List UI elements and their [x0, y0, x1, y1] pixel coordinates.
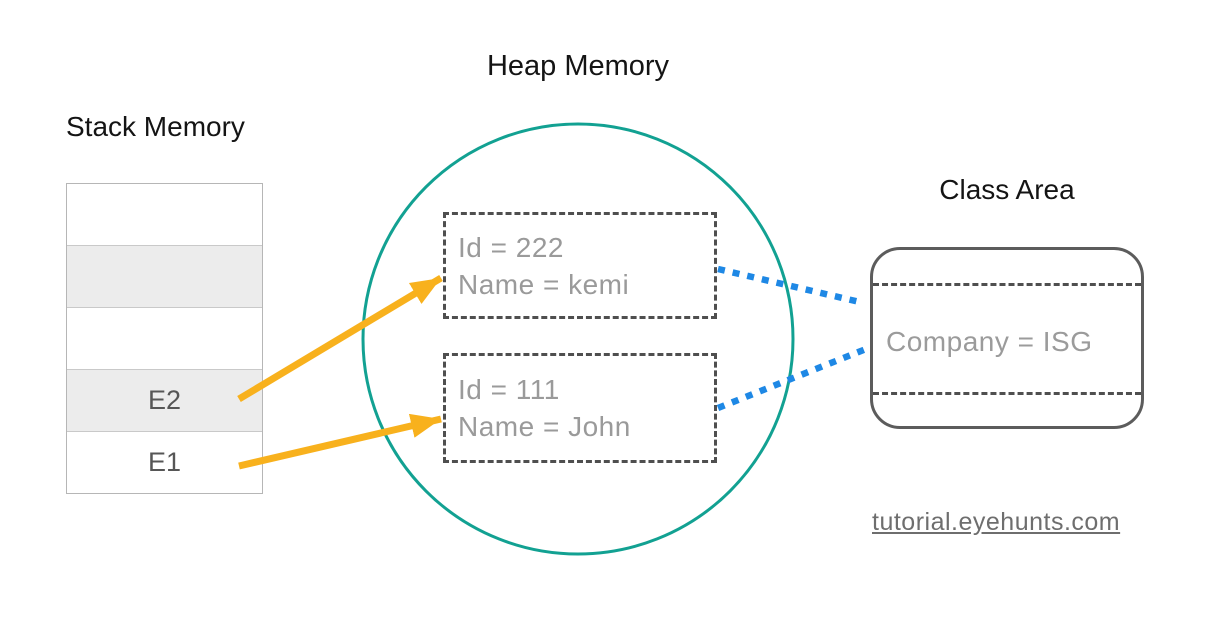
- stack-row-empty-2: [67, 245, 262, 307]
- heap-memory-title: Heap Memory: [486, 50, 670, 82]
- stack-row-e1: E1: [67, 431, 262, 493]
- reference-arrow-e2: [237, 274, 443, 403]
- stack-memory-title: Stack Memory: [66, 111, 245, 142]
- stack-row-empty-3: [67, 307, 262, 369]
- site-link[interactable]: tutorial.eyehunts.com: [872, 508, 1121, 536]
- class-area-title: Class Area: [939, 174, 1075, 205]
- object-field-name: Name = John: [458, 411, 631, 442]
- stack-row-e2: E2: [67, 369, 262, 431]
- heap-circle: [361, 122, 795, 556]
- object-field-id: Id = 111: [458, 374, 560, 405]
- object-field-name: Name = kemi: [458, 268, 630, 300]
- class-link-dotted-kemi: [717, 265, 865, 307]
- class-link-dotted-john: [716, 345, 868, 412]
- heap-object-box-kemi: Id = 222 Name = kemi: [443, 212, 717, 319]
- class-area-box: Company = ISG: [870, 247, 1144, 429]
- class-area-divider-bottom: [873, 392, 1141, 395]
- stack-memory-table: E2 E1: [66, 183, 263, 494]
- class-field-company: Company = ISG: [886, 326, 1093, 357]
- reference-arrow-e1: [238, 413, 442, 470]
- heap-object-box-john: Id = 111 Name = John: [443, 353, 717, 463]
- stack-row-empty-1: [67, 184, 262, 245]
- class-area-divider-top: [873, 283, 1141, 286]
- object-field-id: Id = 222: [458, 231, 564, 263]
